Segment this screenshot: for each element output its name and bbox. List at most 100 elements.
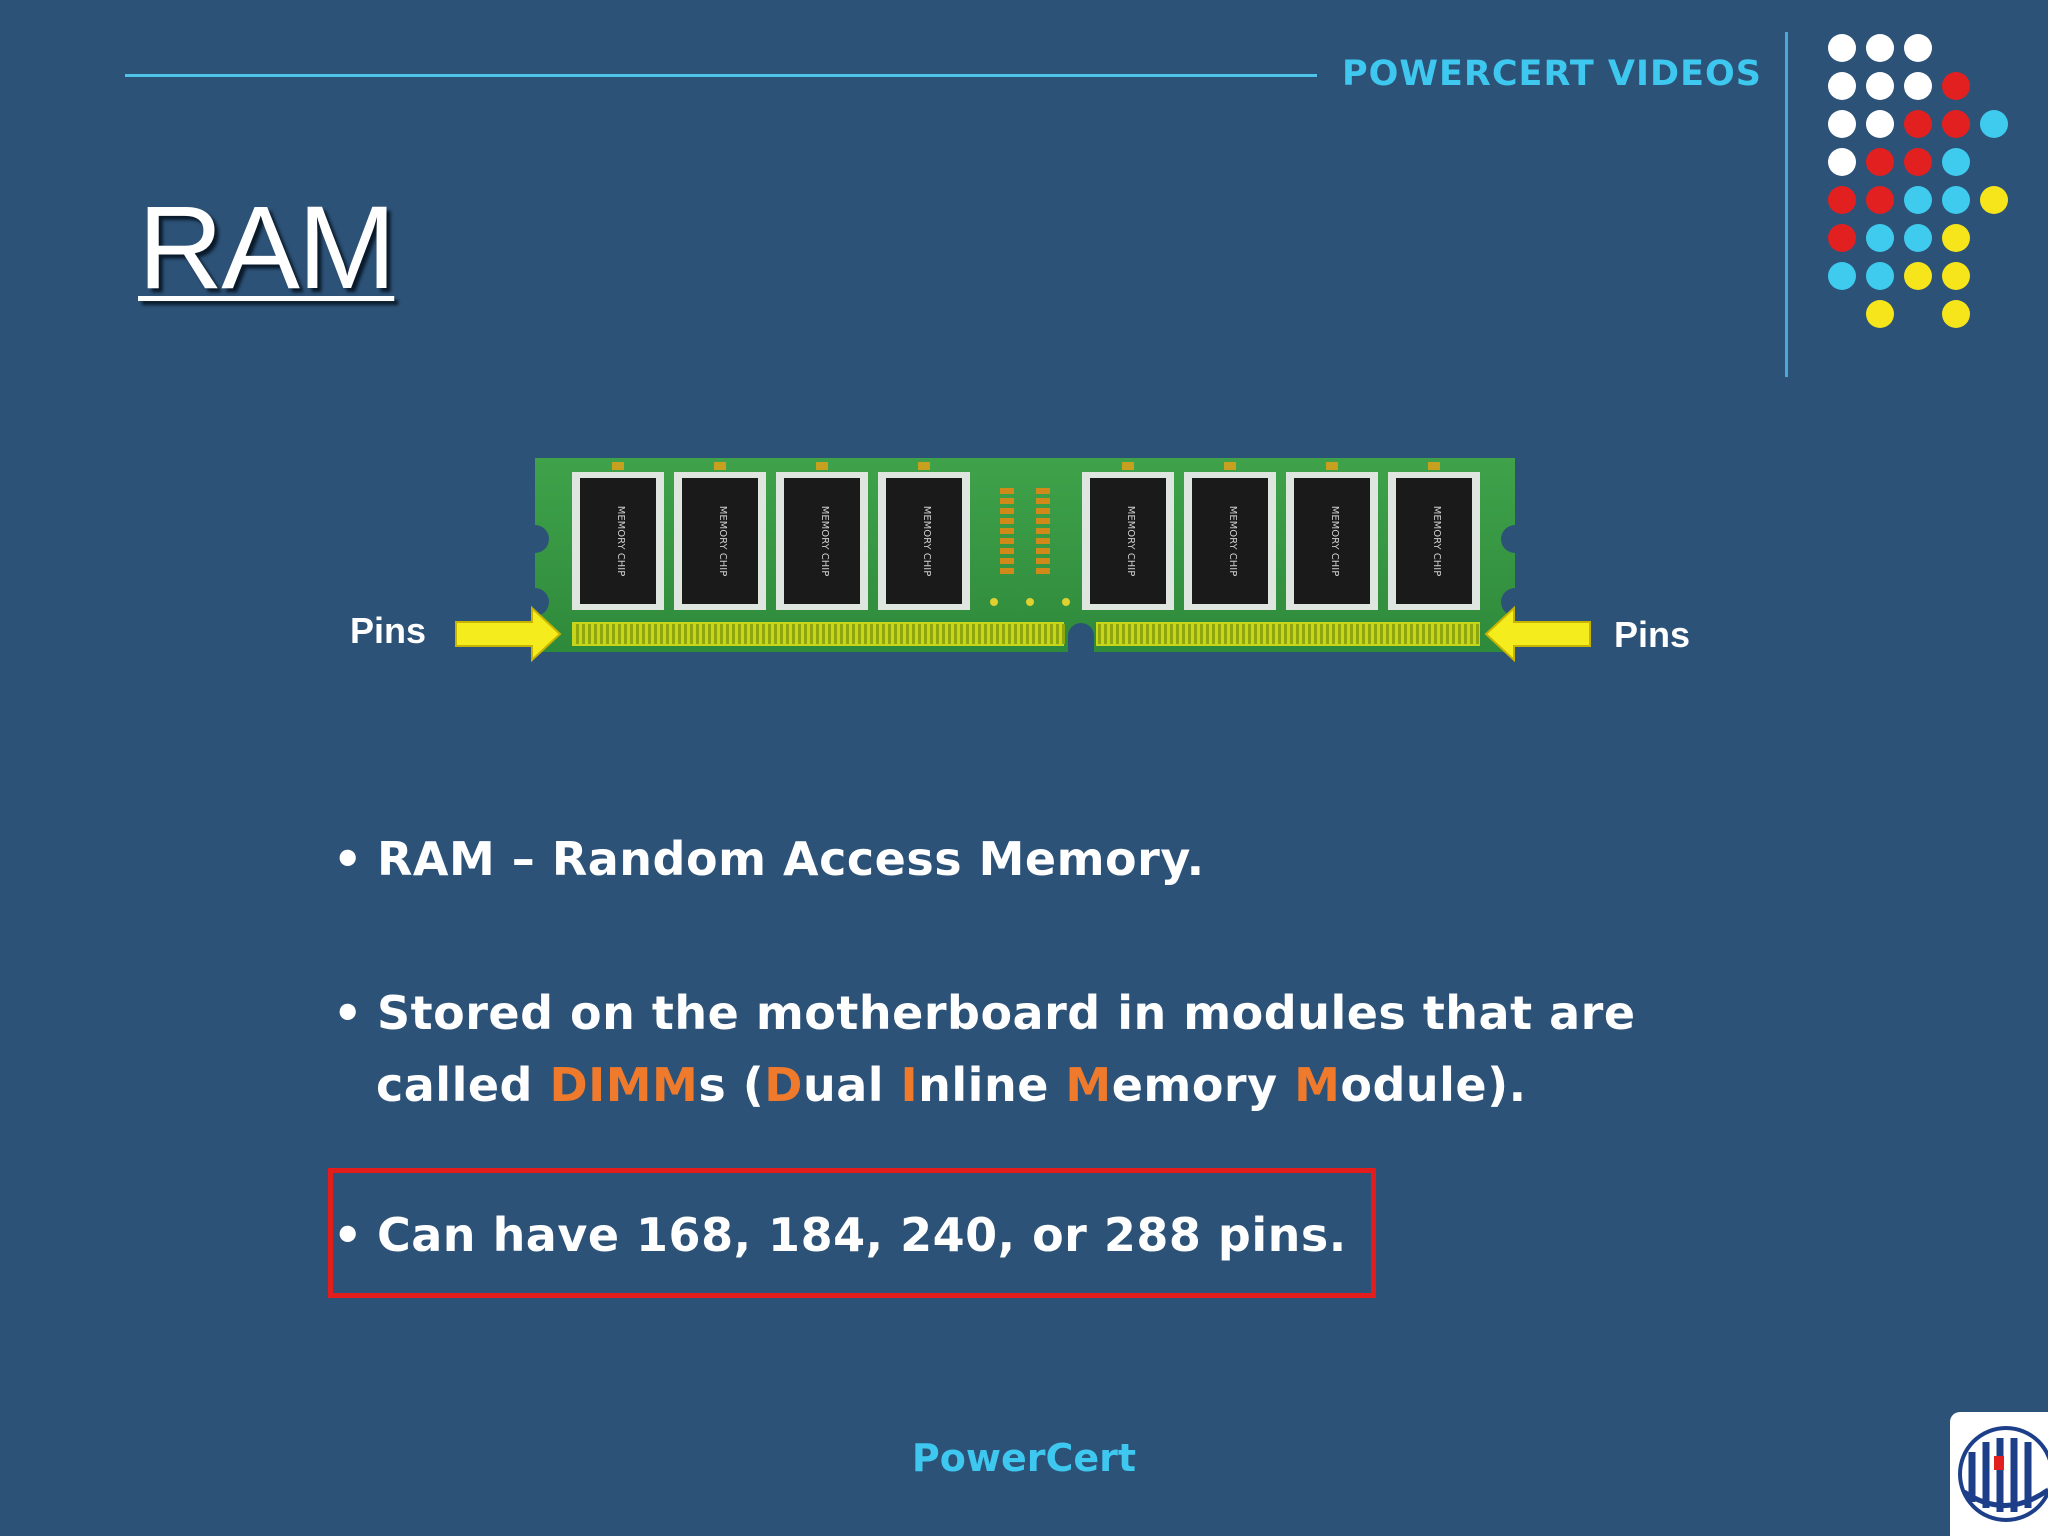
gold-pin [726,624,729,644]
gold-pin [846,624,849,644]
decor-dot [1828,186,1856,214]
memory-chip-label: MEMORY CHIP [1329,506,1340,577]
gold-pin [1182,624,1185,644]
text-odule: odule). [1340,1058,1527,1112]
smd-resistor [1000,548,1014,554]
text-dimm-acronym: DIMM [549,1058,699,1112]
gold-pin [1122,624,1125,644]
gold-pin [1230,624,1233,644]
gold-pin [1062,624,1065,644]
memory-chip-label: MEMORY CHIP [1125,506,1136,577]
bullet-marker: • [333,1208,363,1262]
gold-pin [1002,624,1005,644]
memory-chip-label: MEMORY CHIP [1431,506,1442,577]
gold-pin [1104,624,1107,644]
gold-pin [1368,624,1371,644]
gold-pin [858,624,861,644]
gold-pin [624,624,627,644]
ram-module-illustration: MEMORY CHIP MEMORY CHIP MEMORY CHIP MEMORY … [455,458,1591,663]
gold-pin [840,624,843,644]
bullet-ram-definition: •RAM – Random Access Memory. [333,832,1205,886]
smd-resistor [1000,498,1014,504]
gold-pin [1254,624,1257,644]
gold-pin [1188,624,1191,644]
smd-resistor [1036,548,1050,554]
decor-dot [1828,148,1856,176]
gold-pin [780,624,783,644]
smd-resistor [1000,538,1014,544]
gold-pin [1056,624,1059,644]
ram-key-notch [1068,623,1094,652]
decor-dot [1866,34,1894,62]
gold-pin [1020,624,1023,644]
smd-resistor [1036,488,1050,494]
text-d-highlight: D [764,1058,803,1112]
gold-pin [1248,624,1251,644]
gold-pin [666,624,669,644]
gold-pin [1206,624,1209,644]
gold-pin [1320,624,1323,644]
gold-pin [954,624,957,644]
slide-title: RAM [138,182,396,314]
gold-pin [960,624,963,644]
decor-dot [1904,72,1932,100]
gold-pin [984,624,987,644]
memory-chip-label: MEMORY CHIP [615,506,626,577]
chip-contact-pad [816,462,828,470]
gold-pin [900,624,903,644]
chip-contact-pad [1122,462,1134,470]
text-i-highlight: I [900,1058,919,1112]
smd-resistor [1036,518,1050,524]
decor-dot [1866,186,1894,214]
gold-pin [648,624,651,644]
decor-dot [1866,300,1894,328]
gold-pin [1416,624,1419,644]
decor-dot [1904,148,1932,176]
gold-pin [1476,624,1479,644]
gold-pin [1170,624,1173,644]
gold-pin [1392,624,1395,644]
gold-pin [1446,624,1449,644]
gold-pin [1194,624,1197,644]
gold-pin [1452,624,1455,644]
gold-pin [1026,624,1029,644]
decor-dot [1904,262,1932,290]
gold-pin [876,624,879,644]
gold-pin [1140,624,1143,644]
gold-pin [1470,624,1473,644]
decor-dot [1866,110,1894,138]
gold-pin [1308,624,1311,644]
highlight-box [328,1168,1376,1298]
decor-dot [1866,72,1894,100]
smd-resistor [1036,498,1050,504]
gold-pin [864,624,867,644]
gold-pin [672,624,675,644]
gold-pin [894,624,897,644]
gold-pin [1134,624,1137,644]
footer-brand: PowerCert [911,1436,1137,1480]
gold-pin [684,624,687,644]
gold-pin [1362,624,1365,644]
memory-chip-label: MEMORY CHIP [819,506,830,577]
memory-chip-label: MEMORY CHIP [717,506,728,577]
gold-pin [768,624,771,644]
pins-label-left: Pins [350,610,427,651]
smd-resistor [1000,528,1014,534]
gold-pin [1302,624,1305,644]
gold-pin [774,624,777,644]
gold-pin [1242,624,1245,644]
decor-dot [1866,148,1894,176]
bullet-marker: • [333,986,363,1040]
chip-contact-pad [612,462,624,470]
gold-pin [1152,624,1155,644]
gold-pin [972,624,975,644]
gold-pin [1338,624,1341,644]
chip-contact-pad [1224,462,1236,470]
gold-pin [1224,624,1227,644]
gold-pin [1332,624,1335,644]
gold-pin [1428,624,1431,644]
gold-pin [834,624,837,644]
chip-contact-pad [918,462,930,470]
memory-chip-label: MEMORY CHIP [1227,506,1238,577]
gold-pin [708,624,711,644]
